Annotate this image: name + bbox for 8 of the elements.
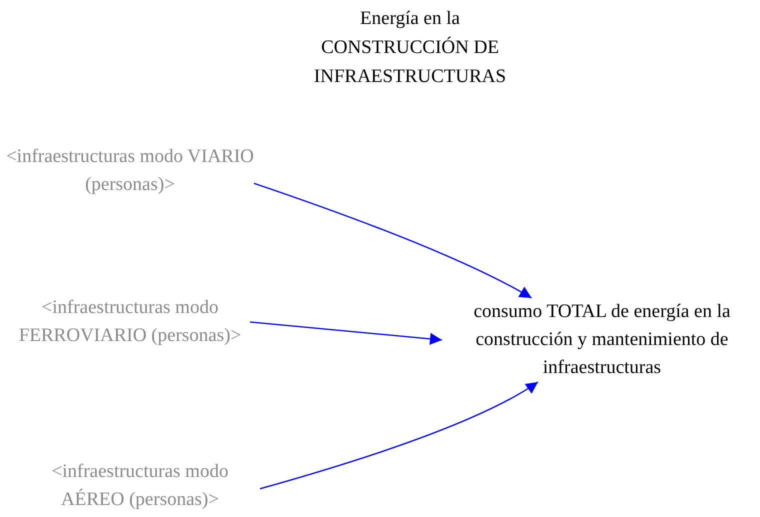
arrow — [260, 381, 538, 490]
arrow — [250, 321, 442, 345]
shadow-variable-label: <infraestructuras modo FERROVIARIO (personas)> — [10, 294, 250, 350]
diagram-title: Energía en la CONSTRUCCIÓN DE INFRAESTRUCTURAS — [312, 7, 508, 89]
shadow-variable-label: <infraestructuras modo VIARIO (personas)> — [6, 143, 254, 199]
variable-label: consumo TOTAL de energía en la construcción y mantenimiento de infraestructuras — [442, 298, 760, 382]
shadow-variable-label: <infraestructuras modo AÉREO (personas)> — [20, 458, 260, 514]
arrow — [254, 182, 532, 299]
